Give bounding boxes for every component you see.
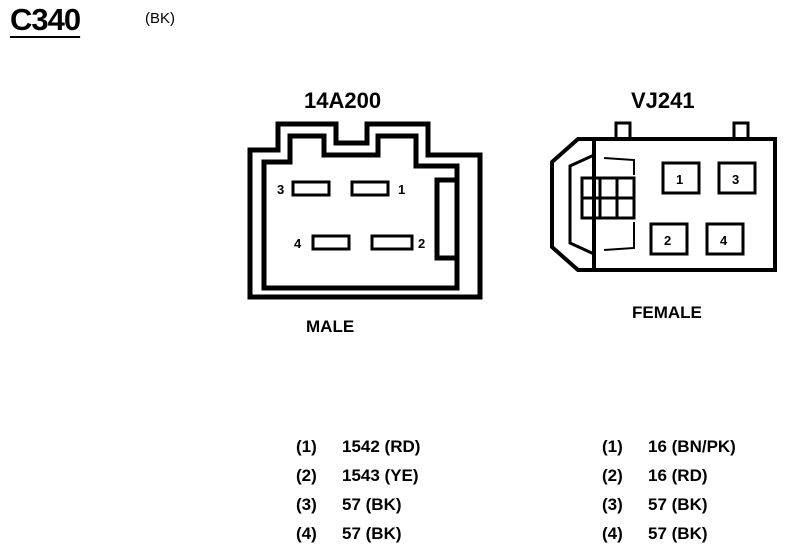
female-cavity-label-4: 4 [720,233,728,248]
male-cavity-label-1: 1 [398,182,405,197]
connector-id: C340 [10,2,81,37]
connector-color: (BK) [145,10,175,27]
list-item: (2) 16 (RD) [602,461,736,490]
list-item: (1) 1542 (RD) [296,432,420,461]
pin-number: (1) [602,437,623,456]
pin-number: (2) [602,466,623,485]
list-item: (2) 1543 (YE) [296,461,420,490]
female-tab-right [732,121,750,139]
male-connector-diagram: 1 2 3 4 [247,121,483,300]
male-pin-list: (1) 1542 (RD) (2) 1543 (YE) (3) 57 (BK) … [296,432,420,548]
list-item: (3) 57 (BK) [602,490,736,519]
female-cavity-4 [705,222,745,256]
pin-number: (1) [296,437,317,456]
female-cavity-2 [649,222,689,256]
female-connector-diagram: 1 2 3 4 [550,121,777,272]
pin-circuit: 1543 (YE) [342,466,419,485]
female-pin-list: (1) 16 (BN/PK) (2) 16 (RD) (3) 57 (BK) (… [602,432,736,548]
male-latch [434,177,460,261]
female-latch-outline [568,153,595,256]
male-gender-label: MALE [306,317,355,336]
male-cavity-4 [311,234,351,251]
male-cavity-3 [291,180,331,197]
pin-number: (2) [296,466,317,485]
female-gender-label: FEMALE [632,303,702,322]
male-cavity-2 [370,234,414,251]
female-tab-left [614,121,632,139]
pin-circuit: 57 (BK) [342,524,402,543]
male-cavity-label-2: 2 [418,236,425,251]
female-body [592,137,777,272]
pin-number: (4) [296,524,317,543]
male-part-number: 14A200 [304,88,382,113]
pin-circuit: 57 (BK) [342,495,402,514]
list-item: (1) 16 (BN/PK) [602,432,736,461]
male-cavity-label-3: 3 [277,182,284,197]
male-cavity-label-4: 4 [294,236,302,251]
female-cavity-label-1: 1 [676,172,683,187]
female-cavity-1 [661,161,701,195]
pin-number: (3) [602,495,623,514]
list-item: (3) 57 (BK) [296,490,420,519]
pin-circuit: 16 (RD) [648,466,708,485]
pin-circuit: 57 (BK) [648,495,708,514]
pin-circuit: 1542 (RD) [342,437,421,456]
male-housing-outer [247,121,483,300]
pin-circuit: 57 (BK) [648,524,708,543]
female-cavity-3 [717,161,757,195]
male-cavity-1 [350,180,390,197]
female-cavity-label-3: 3 [732,172,739,187]
female-part-number: VJ241 [631,88,695,113]
female-cavity-label-2: 2 [664,233,671,248]
female-nose [550,137,594,272]
male-housing-inner [261,133,460,291]
pin-circuit: 16 (BN/PK) [648,437,736,456]
list-item: (4) 57 (BK) [602,519,736,548]
pin-number: (4) [602,524,623,543]
list-item: (4) 57 (BK) [296,519,420,548]
pin-number: (3) [296,495,317,514]
